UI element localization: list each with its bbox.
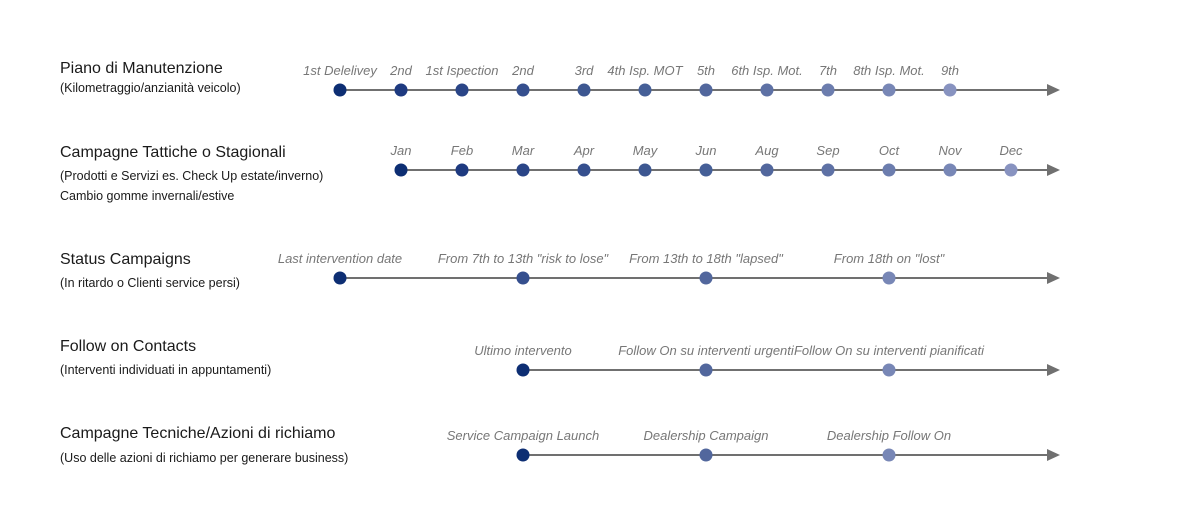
timeline-label: From 18th on "lost" bbox=[834, 251, 946, 266]
row-subtitle: (Uso delle azioni di richiamo per genera… bbox=[60, 451, 349, 465]
row-title: Campagne Tattiche o Stagionali bbox=[60, 144, 286, 161]
timeline-label: Aug bbox=[754, 143, 779, 158]
timeline-label: Dec bbox=[999, 143, 1023, 158]
row-title: Status Campaigns bbox=[60, 251, 191, 268]
timeline-label: 5th bbox=[697, 63, 715, 78]
timeline-dot bbox=[394, 163, 408, 177]
timeline-dot bbox=[699, 363, 713, 377]
timeline-row-technical: Campagne Tecniche/Azioni di richiamo (Us… bbox=[60, 425, 1060, 465]
timeline-dot bbox=[333, 83, 347, 97]
timeline-dot bbox=[943, 163, 957, 177]
timeline-dot bbox=[760, 163, 774, 177]
timeline-label: From 7th to 13th "risk to lose" bbox=[438, 251, 610, 266]
timeline-label: Last intervention date bbox=[278, 251, 402, 266]
timeline: Jan Feb Mar Apr May Jun Aug Sep Oct Nov Dec bbox=[390, 143, 1060, 177]
timeline-label: 6th Isp. Mot. bbox=[731, 63, 803, 78]
timeline-dot bbox=[821, 163, 835, 177]
timeline-dot bbox=[882, 363, 896, 377]
timeline-dot bbox=[577, 163, 591, 177]
row-subtitle: Cambio gomme invernali/estive bbox=[60, 189, 235, 203]
timeline-label: 8th Isp. Mot. bbox=[853, 63, 925, 78]
timeline-dot bbox=[882, 163, 896, 177]
timeline-dot bbox=[699, 271, 713, 285]
row-title: Campagne Tecniche/Azioni di richiamo bbox=[60, 425, 336, 442]
timeline-label: Dealership Campaign bbox=[643, 428, 768, 443]
timeline-label: Service Campaign Launch bbox=[447, 428, 599, 443]
timeline-dot bbox=[333, 271, 347, 285]
timeline-dot bbox=[516, 271, 530, 285]
row-title: Piano di Manutenzione bbox=[60, 60, 223, 77]
timeline-dot bbox=[821, 83, 835, 97]
arrow-head-icon bbox=[1047, 449, 1060, 461]
timeline-label: 9th bbox=[941, 63, 959, 78]
arrow-head-icon bbox=[1047, 272, 1060, 284]
timeline-label: Oct bbox=[879, 143, 901, 158]
timeline-dot bbox=[699, 163, 713, 177]
timeline-label: Mar bbox=[512, 143, 535, 158]
timeline-label: Follow On su interventi urgenti bbox=[618, 343, 795, 358]
timeline: 1st Delelivey 2nd 1st Ispection 2nd 3rd 4th I… bbox=[303, 63, 1060, 97]
timeline-row-status: Status Campaigns (In ritardo o Clienti s… bbox=[60, 251, 1060, 290]
timeline-label: 4th Isp. MOT bbox=[607, 63, 683, 78]
timeline-label: 7th bbox=[819, 63, 837, 78]
timeline-label: Ultimo intervento bbox=[474, 343, 572, 358]
timeline-row-maintenance: Piano di Manutenzione (Kilometraggio/anz… bbox=[0, 0, 1202, 110]
timeline-dot bbox=[882, 448, 896, 462]
row-subtitle: (In ritardo o Clienti service persi) bbox=[60, 276, 240, 290]
timeline: Ultimo intervento Follow On su interventi… bbox=[474, 343, 1060, 377]
timeline-label: 2nd bbox=[389, 63, 412, 78]
arrow-head-icon bbox=[1047, 84, 1060, 96]
timeline-label: Feb bbox=[451, 143, 473, 158]
timeline-row-seasonal: Campagne Tattiche o Stagionali (Prodotti… bbox=[0, 0, 1202, 210]
row-subtitle: (Interventi individuati in appuntamenti) bbox=[60, 363, 272, 377]
timeline-dot bbox=[455, 163, 469, 177]
timeline-label: Apr bbox=[573, 143, 595, 158]
timeline-dot bbox=[882, 271, 896, 285]
timeline-dot bbox=[516, 163, 530, 177]
timeline-label: 3rd bbox=[575, 63, 595, 78]
timeline-dot bbox=[699, 83, 713, 97]
timeline-label: 2nd bbox=[511, 63, 534, 78]
timeline-label: May bbox=[633, 143, 659, 158]
timeline-dot bbox=[638, 83, 652, 97]
timeline-dot bbox=[516, 363, 530, 377]
timeline-label: 1st Ispection bbox=[426, 63, 499, 78]
row-subtitle: (Prodotti e Servizi es. Check Up estate/… bbox=[60, 169, 324, 183]
timeline-label: From 13th to 18th "lapsed" bbox=[629, 251, 784, 266]
timeline-label: Jan bbox=[390, 143, 412, 158]
timeline-label: Jun bbox=[695, 143, 717, 158]
timeline-dot bbox=[638, 163, 652, 177]
timeline: Service Campaign Launch Dealership Campai… bbox=[447, 428, 1060, 462]
arrow-head-icon bbox=[1047, 164, 1060, 176]
timeline-row-follow-on: Follow on Contacts (Interventi individua… bbox=[60, 338, 1060, 377]
timeline-label: Sep bbox=[816, 143, 839, 158]
timeline-label: Nov bbox=[938, 143, 963, 158]
timeline-dot bbox=[455, 83, 469, 97]
timeline-dot bbox=[699, 448, 713, 462]
arrow-head-icon bbox=[1047, 364, 1060, 376]
timeline-dot bbox=[516, 448, 530, 462]
timeline-label: 1st Delelivey bbox=[303, 63, 378, 78]
timeline-label: Dealership Follow On bbox=[827, 428, 951, 443]
timeline-dot bbox=[882, 83, 896, 97]
timeline-dot bbox=[943, 83, 957, 97]
timeline-dot bbox=[760, 83, 774, 97]
timeline-label: Follow On su interventi pianificati bbox=[794, 343, 985, 358]
row-title: Follow on Contacts bbox=[60, 338, 197, 355]
timeline-dot bbox=[394, 83, 408, 97]
timeline-dot bbox=[577, 83, 591, 97]
timeline-dot bbox=[516, 83, 530, 97]
timeline: Last intervention date From 7th to 13th "… bbox=[278, 251, 1060, 285]
row-subtitle: (Kilometraggio/anzianità veicolo) bbox=[60, 81, 241, 95]
timeline-dot bbox=[1004, 163, 1018, 177]
